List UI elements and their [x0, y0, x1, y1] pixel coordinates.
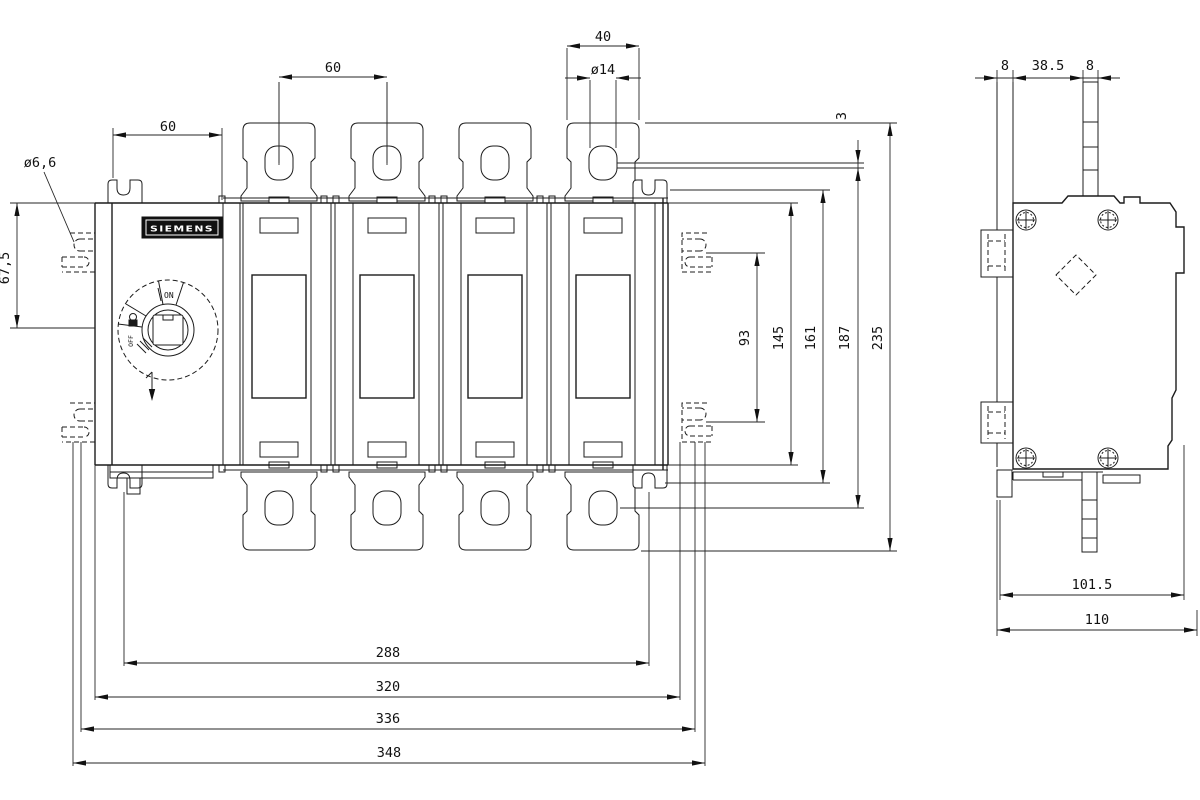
dimensions-front: 60 60 40 ø14 ø6,6	[0, 29, 897, 766]
svg-text:8: 8	[1086, 58, 1094, 74]
svg-text:288: 288	[376, 645, 400, 661]
dim-terminal-width-40: 40	[566, 29, 640, 120]
svg-text:320: 320	[376, 679, 400, 695]
dim-body-height-145: 145	[668, 202, 798, 466]
dimensions-side: 8 38.5 8 101.5 110	[975, 58, 1198, 636]
mounting-tabs	[107, 179, 668, 489]
screw-top-left	[1015, 209, 1037, 231]
dim-terminal-hole-dia-14: ø14	[565, 62, 641, 148]
screw-bottom-left	[1015, 447, 1037, 469]
svg-text:38.5: 38.5	[1032, 58, 1065, 74]
svg-text:235: 235	[870, 326, 886, 350]
svg-text:ø14: ø14	[591, 62, 615, 78]
svg-text:67,5: 67,5	[0, 252, 13, 285]
dim-bracket-slot-width-336: 336	[80, 442, 696, 732]
dim-handle-offset-67-5: 67,5	[0, 202, 95, 329]
dim-bracket-slot-span-93: 93	[706, 252, 765, 423]
dim-body-width-320: 320	[94, 442, 681, 700]
svg-text:3: 3	[834, 112, 850, 120]
handle-off-label: OFF	[127, 335, 135, 347]
direction-arrow	[145, 371, 156, 401]
svg-text:60: 60	[325, 60, 341, 76]
top-terminal-lugs	[240, 122, 642, 202]
dim-depth-inner-101-5: 101.5	[999, 445, 1185, 600]
dim-mechanism-width-60: 60	[112, 119, 223, 200]
svg-text:187: 187	[837, 326, 853, 350]
dim-hole-span-187: 187	[620, 326, 864, 509]
keyhole-bracket-lower-left	[61, 402, 96, 443]
svg-text:348: 348	[377, 745, 401, 761]
dim-side-top-8-38-5-8: 8 38.5 8	[975, 58, 1120, 82]
plate-foot	[996, 469, 1013, 498]
dim-mount-hole-span-288: 288	[123, 492, 650, 666]
terminal-blade-top	[1082, 81, 1099, 197]
side-body	[1012, 195, 1185, 470]
brand-text: SIEMENS	[150, 225, 214, 234]
svg-text:110: 110	[1085, 612, 1109, 628]
rotary-handle: ON OFF	[117, 279, 219, 401]
bottom-terminal-lugs	[240, 471, 642, 551]
din-clip-lower	[980, 401, 1014, 444]
switch-body	[94, 197, 669, 495]
handle-on-label: ON	[164, 291, 174, 300]
svg-text:336: 336	[376, 711, 400, 727]
terminal-blade-bottom	[1081, 471, 1098, 553]
brand-label: SIEMENS	[141, 216, 223, 239]
trip-hatch	[136, 337, 153, 354]
din-clip-upper	[980, 229, 1014, 278]
padlock-icon	[128, 313, 138, 327]
terminal-centerlines	[278, 82, 388, 163]
keyhole-bracket-lower-right	[681, 402, 713, 443]
square-shaft-hole	[1055, 254, 1097, 296]
dim-contact-offset-3: 3	[617, 112, 864, 508]
svg-text:60: 60	[160, 119, 176, 135]
keyhole-bracket-upper-right	[681, 232, 713, 273]
svg-text:8: 8	[1001, 58, 1009, 74]
dim-depth-overall-110: 110	[996, 500, 1198, 636]
svg-text:93: 93	[737, 330, 753, 346]
side-bottom-assembly	[1012, 471, 1141, 553]
svg-text:161: 161	[803, 326, 819, 350]
screw-top-right	[1097, 209, 1119, 231]
dim-bracket-hole-dia-6-6: ø6,6	[24, 155, 75, 243]
svg-text:101.5: 101.5	[1072, 577, 1113, 593]
keyhole-bracket-upper-left	[61, 232, 96, 273]
edge-tabs	[218, 195, 614, 473]
svg-text:145: 145	[771, 326, 787, 350]
dim-tab-span-161: 161	[665, 189, 830, 484]
dim-overall-width-348: 348	[72, 442, 706, 766]
side-view	[980, 81, 1185, 553]
svg-text:ø6,6: ø6,6	[24, 155, 57, 171]
front-view: SIEMENS ON OFF	[61, 122, 713, 551]
svg-text:40: 40	[595, 29, 611, 45]
dim-overall-height-235: 235	[641, 122, 897, 552]
screw-bottom-right	[1097, 447, 1119, 469]
